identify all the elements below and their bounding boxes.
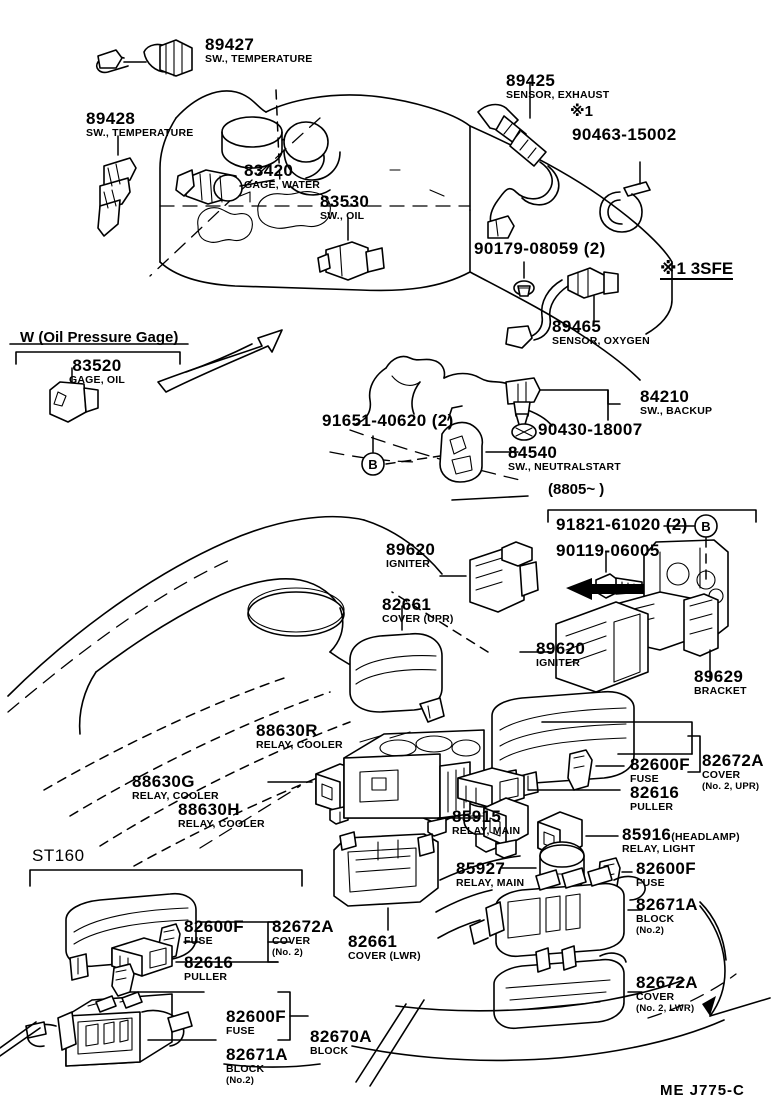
label-89425: 89425 SENSOR, EXHAUST [506,71,610,101]
assembly-arrow-1 [157,329,283,393]
label-84540: 84540 SW., NEUTRALSTART [508,443,621,473]
part-icon-91651: B [361,435,441,476]
note-3sfe: ※1 3SFE [660,259,734,280]
label-82600F-upper: 82600F FUSE [630,755,691,785]
label-90119: 90119-06005 [556,541,660,560]
st160-group-bracket [29,869,303,887]
label-90430: 90430-18007 [538,420,643,439]
label-91651: 91651-40620 (2) [322,411,454,430]
label-82616-upper: 82616 PULLER [630,783,680,813]
part-icon-82672A-lower [493,905,771,1030]
label-82672A-upper: 82672A COVER (No. 2, UPR) [702,751,764,792]
part-icon-89465 [505,267,619,349]
label-82670A: 82670A BLOCK [310,1027,372,1057]
label-89427: 89427 SW., TEMPERATURE [205,35,313,65]
part-icon-84540 [439,405,519,483]
diagram-footer-code: ME J775-C [660,1082,745,1099]
label-82600F-mid: 82600F FUSE [636,859,697,889]
part-icon-89620-upper [439,541,539,613]
group-label-st160: ST160 [32,846,85,865]
label-82672A-lower: 82672A COVER (No. 2, LWR) [636,973,698,1014]
part-icon-89428 [97,135,137,237]
part-icon-82661-upper [349,605,445,723]
part-icon-82670A-block [25,991,309,1067]
svg-text:B: B [368,457,377,472]
part-icon-83420 [175,169,275,205]
label-82661-upper: 82661 COVER (UPR) [382,595,454,625]
part-icon-82661-lower [333,831,439,931]
part-icon-83520 [9,343,189,423]
label-91821: 91821-61020 (2) [556,515,688,534]
label-88630G: 88630G RELAY, COOLER [132,772,219,802]
svg-text:B: B [701,519,710,534]
part-icon-90463 [599,161,651,233]
misc-guides [0,785,321,1068]
ref-mark-1: ※1 [570,103,593,120]
label-90179: 90179-08059 (2) [474,239,606,258]
part-icon-89620-lower [391,591,649,693]
label-82616-st160: 82616 PULLER [184,953,234,983]
part-icon-82600F-block [111,963,135,997]
part-icon-89425 [477,81,560,239]
date-range-bracket [451,495,757,523]
label-82672A-st160: 82672A COVER (No. 2) [272,917,334,958]
part-icon-83530 [317,217,385,281]
label-82600F-block: 82600F FUSE [226,1007,287,1037]
label-82671A-st160: 82671A BLOCK (No.2) [226,1045,288,1086]
label-83420: 83420 GAGE, WATER [244,161,321,191]
label-82661-lower: 82661 COVER (LWR) [348,932,421,962]
label-89629: 89629 BRACKET [694,667,747,697]
cowl-panel-outline [7,515,443,867]
part-icon-89427 [95,39,193,77]
label-85927: 85927 RELAY, MAIN [456,859,525,889]
part-icon-90179 [513,261,535,297]
label-82600F-st160: 82600F FUSE [184,917,245,947]
label-85915: 85915 RELAY, MAIN [452,807,521,837]
label-89465: 89465 SENSOR, OXYGEN [552,317,650,347]
part-icon-82671A-right [469,865,646,958]
label-82671A-right: 82671A BLOCK (No.2) [636,895,698,936]
label-89620-upper: 89620 IGNITER [386,540,436,570]
label-83520: 83520 GAGE, OIL [68,356,126,386]
engine-block-outline [149,89,673,381]
part-icon-82600F-upper [567,749,625,791]
lower-body-outline [351,855,737,1087]
label-88630R: 88630R RELAY, COOLER [256,721,343,751]
label-89620-lower: 89620 IGNITER [536,639,586,669]
label-88630H: 88630H RELAY, COOLER [178,800,265,830]
label-84210: 84210 SW., BACKUP [640,387,713,417]
label-85916: 85916 (HEADLAMP) RELAY, LIGHT [622,825,740,855]
label-90463: 90463-15002 [572,125,677,144]
part-icon-82672A-upper-cover [491,690,701,797]
part-icon-85915-relay [437,797,529,859]
label-83530: 83530 SW., OIL [320,192,370,222]
label-89428: 89428 SW., TEMPERATURE [86,109,194,139]
part-icon-85915-block [343,729,485,819]
part-icon-90430 [511,423,537,441]
note-oil-pressure-gage: W (Oil Pressure Gage) [20,329,179,346]
note-date-range: (8805~ ) [548,481,605,498]
